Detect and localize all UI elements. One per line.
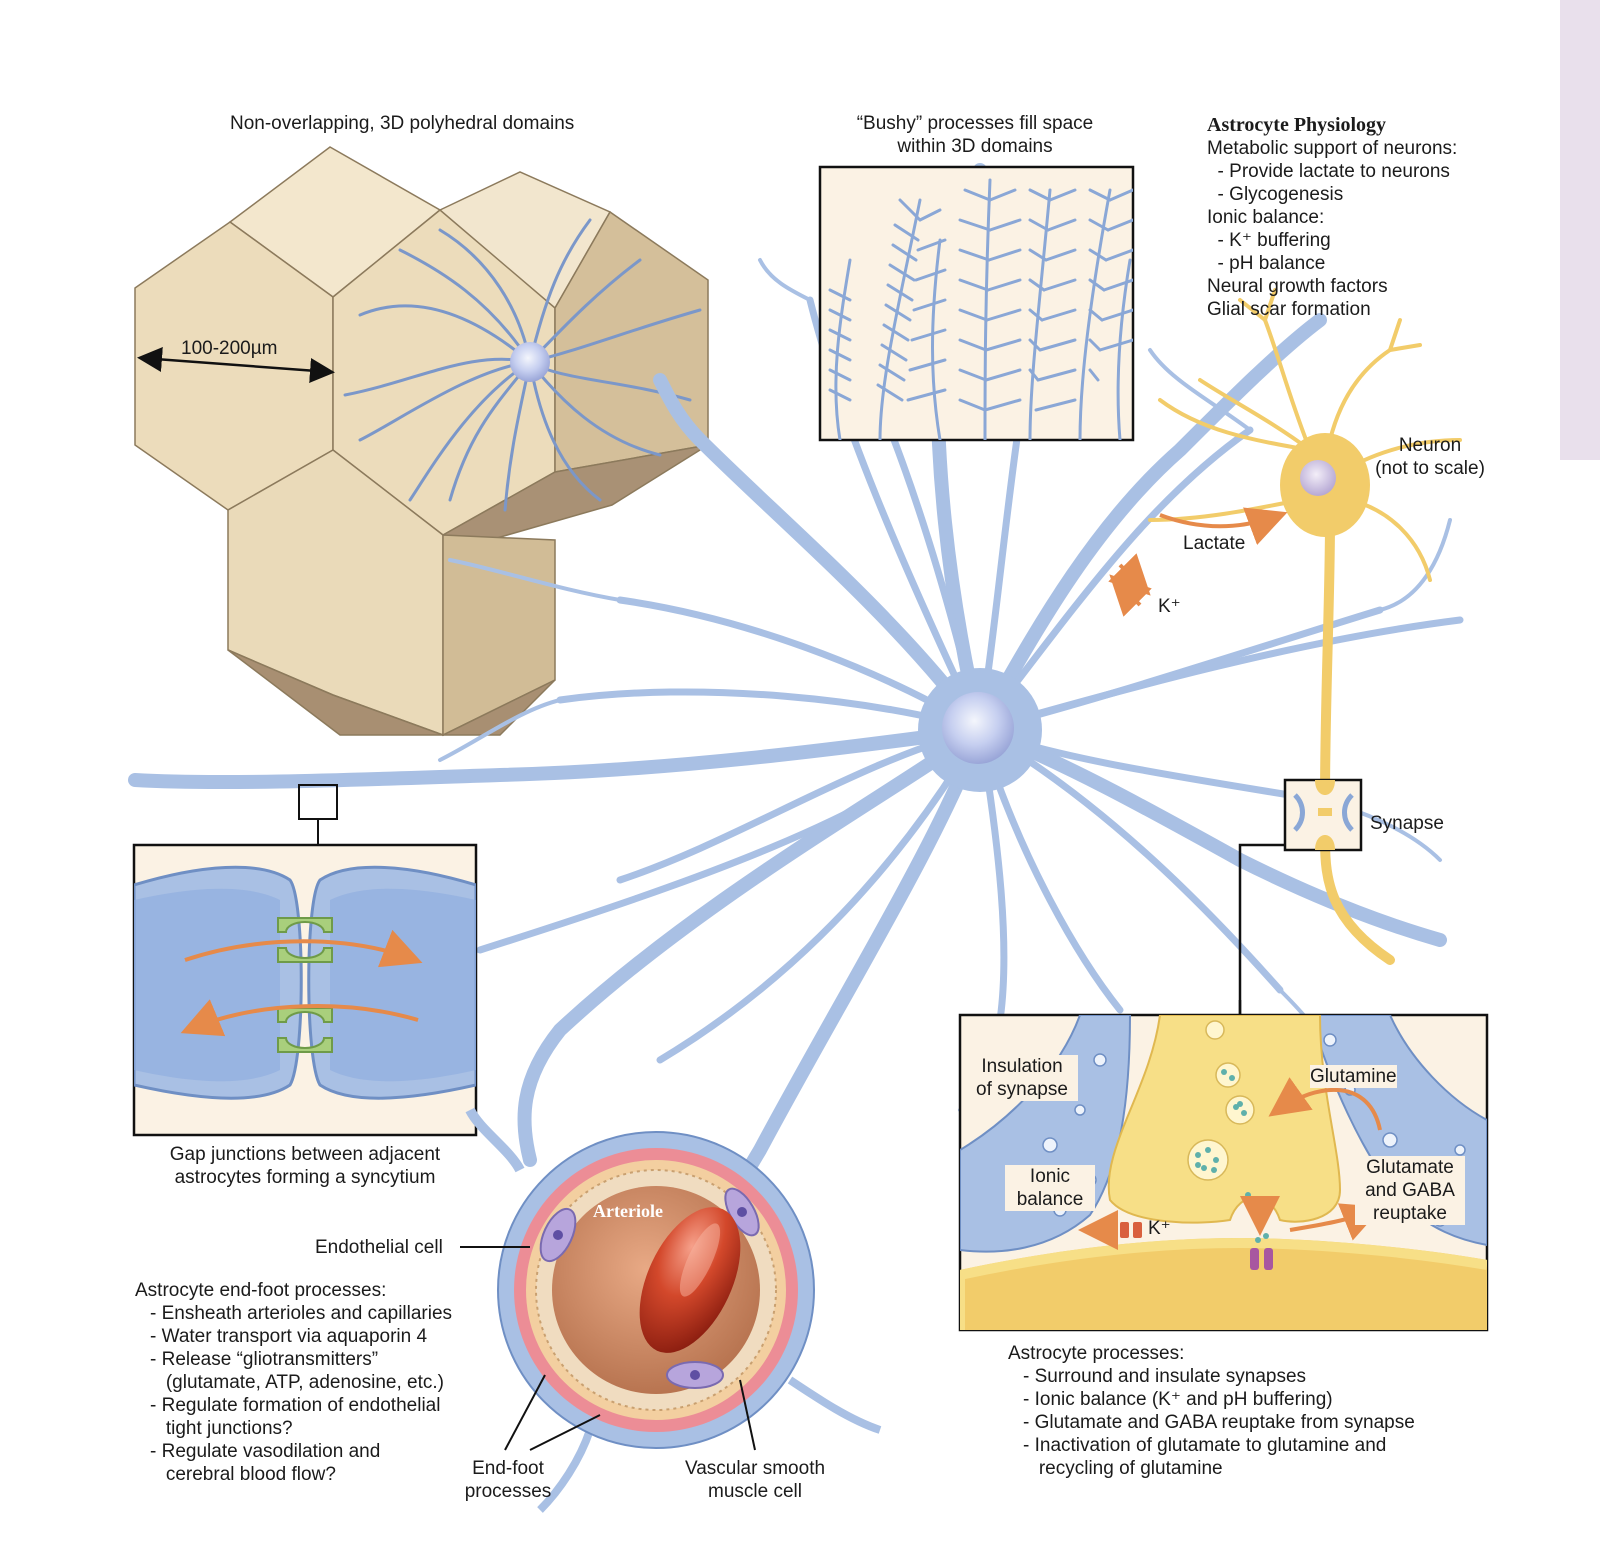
vessel-leader-lines bbox=[460, 1246, 756, 1451]
arteriole-vessel bbox=[465, 1107, 882, 1513]
receptor-channel bbox=[1250, 1248, 1273, 1270]
physiology-line: - pH balance bbox=[1207, 253, 1326, 274]
bushy-processes-box bbox=[818, 165, 1135, 442]
synapse-k-label: K⁺ bbox=[1148, 1218, 1171, 1239]
connexon-channels bbox=[277, 917, 333, 1053]
glutamine-label: Glutamine bbox=[1310, 1065, 1397, 1088]
processes-line: recycling of glutamine bbox=[1023, 1458, 1223, 1479]
endfoot-line: - Regulate vasodilation and bbox=[150, 1441, 381, 1462]
gap-caption-line1: Gap junctions between adjacent bbox=[169, 1144, 441, 1165]
endfoot-label-line1: End-foot bbox=[472, 1458, 544, 1479]
processes-line: - Surround and insulate synapses bbox=[1023, 1366, 1307, 1387]
insulation-line1: Insulation bbox=[981, 1056, 1063, 1077]
physiology-line: - Provide lactate to neurons bbox=[1207, 161, 1450, 182]
neuron bbox=[1148, 288, 1462, 965]
endfoot-label-line2: processes bbox=[464, 1481, 552, 1502]
physiology-line: - Glycogenesis bbox=[1207, 184, 1344, 205]
physiology-panel: Astrocyte Physiology Metabolic support o… bbox=[1207, 114, 1457, 321]
physiology-line: Ionic balance: bbox=[1207, 207, 1325, 228]
endothelial-label: Endothelial cell bbox=[315, 1237, 443, 1258]
endfoot-line: (glutamate, ATP, adenosine, etc.) bbox=[150, 1372, 444, 1393]
bushy-title-line2: within 3D domains bbox=[897, 136, 1053, 157]
reuptake-line1: Glutamate bbox=[1366, 1157, 1454, 1178]
k-ion-label: K⁺ bbox=[1158, 596, 1181, 617]
lactate-label: Lactate bbox=[1183, 533, 1246, 554]
insulation-line2: of synapse bbox=[976, 1079, 1068, 1100]
domain-astrocyte-soma bbox=[510, 342, 550, 382]
processes-heading: Astrocyte processes: bbox=[1008, 1343, 1185, 1364]
gap-caption: Gap junctions between adjacent astrocyte… bbox=[130, 1143, 480, 1189]
physiology-line: Glial scar formation bbox=[1207, 299, 1371, 320]
arteriole-label: Arteriole bbox=[593, 1201, 663, 1221]
endfoot-label: End-foot processes bbox=[448, 1457, 568, 1503]
smooth-muscle-label: Vascular smooth muscle cell bbox=[665, 1457, 845, 1503]
smooth-muscle-line2: muscle cell bbox=[708, 1481, 802, 1502]
k-ion-arrows bbox=[1108, 553, 1152, 617]
neuron-label: Neuron (not to scale) bbox=[1360, 434, 1500, 480]
endfoot-line: tight junctions? bbox=[150, 1418, 293, 1439]
scale-arrow bbox=[137, 347, 335, 383]
endfoot-heading: Astrocyte end-foot processes: bbox=[135, 1280, 387, 1301]
ionic-balance-label: Ionic balance bbox=[1005, 1165, 1095, 1211]
ionic-line2: balance bbox=[1016, 1189, 1084, 1210]
neuron-label-line1: Neuron bbox=[1398, 435, 1462, 456]
endfoot-line: - Ensheath arterioles and capillaries bbox=[150, 1303, 453, 1324]
endfoot-line: - Water transport via aquaporin 4 bbox=[150, 1326, 428, 1347]
physiology-line: Neural growth factors bbox=[1207, 276, 1388, 297]
gap-caption-line2: astrocytes forming a syncytium bbox=[174, 1167, 436, 1188]
insulation-label: Insulation of synapse bbox=[966, 1055, 1078, 1101]
processes-panel: Astrocyte processes: - Surround and insu… bbox=[1008, 1342, 1415, 1480]
synapse-label: Synapse bbox=[1370, 813, 1444, 834]
k-channel bbox=[1120, 1222, 1142, 1238]
ionic-line1: Ionic bbox=[1029, 1166, 1071, 1187]
astrocyte-nucleus bbox=[942, 692, 1014, 764]
lactate-arrow bbox=[1159, 507, 1288, 545]
endfoot-line: - Regulate formation of endothelial bbox=[150, 1395, 441, 1416]
scale-label: 100-200µm bbox=[181, 338, 278, 359]
reuptake-line3: reuptake bbox=[1373, 1203, 1447, 1224]
physiology-line: Metabolic support of neurons: bbox=[1207, 138, 1458, 159]
neuron-label-line2: (not to scale) bbox=[1375, 458, 1485, 479]
processes-line: - Ionic balance (K⁺ and pH buffering) bbox=[1023, 1389, 1333, 1410]
reuptake-label: Glutamate and GABA reuptake bbox=[1355, 1156, 1465, 1225]
physiology-line: - K⁺ buffering bbox=[1207, 230, 1331, 251]
smooth-muscle-line1: Vascular smooth bbox=[684, 1458, 826, 1479]
gap-junction-inset bbox=[132, 784, 478, 1137]
domains-title: Non-overlapping, 3D polyhedral domains bbox=[230, 113, 575, 134]
bushy-title: “Bushy” processes fill space within 3D d… bbox=[830, 112, 1120, 158]
endfoot-line: - Release “gliotransmitters” bbox=[150, 1349, 379, 1370]
processes-line: - Glutamate and GABA reuptake from synap… bbox=[1023, 1412, 1415, 1433]
endfoot-panel: Astrocyte end-foot processes: - Ensheath… bbox=[135, 1279, 452, 1486]
synapse-inset bbox=[1238, 778, 1363, 1015]
bushy-title-line1: “Bushy” processes fill space bbox=[856, 113, 1094, 134]
endfoot-line: cerebral blood flow? bbox=[150, 1464, 336, 1485]
synaptic-vesicles bbox=[1187, 1020, 1255, 1181]
neuron-nucleus bbox=[1300, 460, 1336, 496]
physiology-heading: Astrocyte Physiology bbox=[1207, 114, 1387, 136]
reuptake-line2: and GABA bbox=[1365, 1180, 1455, 1201]
processes-line: - Inactivation of glutamate to glutamine… bbox=[1023, 1435, 1387, 1456]
page-side-tab bbox=[1560, 0, 1600, 460]
